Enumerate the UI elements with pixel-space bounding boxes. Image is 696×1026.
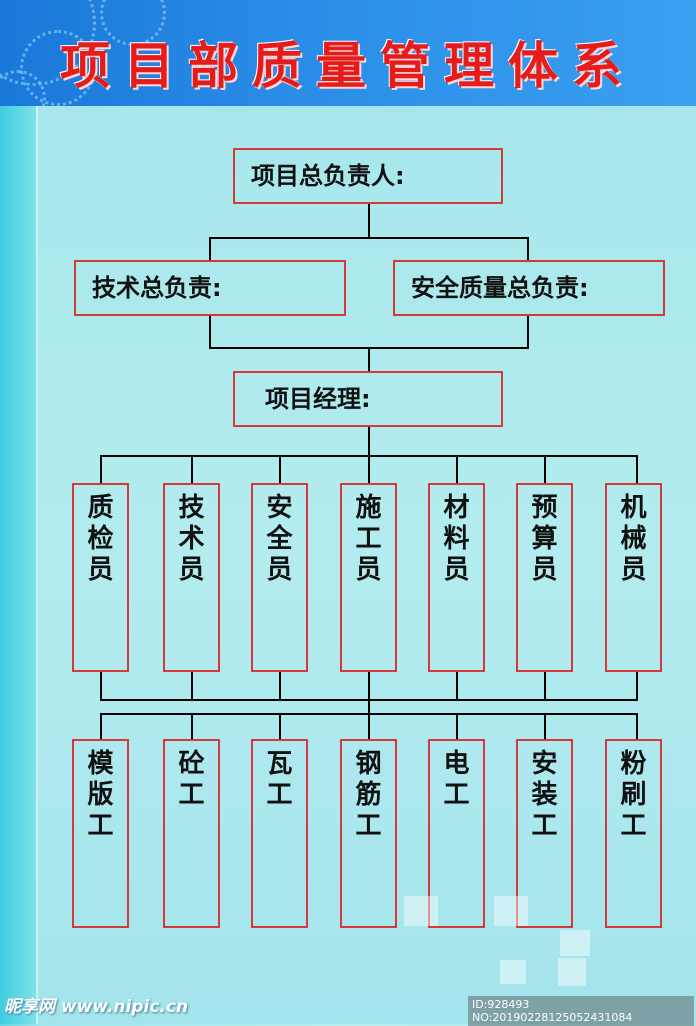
staff-box-budget-officer: 预算员 xyxy=(516,483,573,672)
project-manager-box: 项目经理: xyxy=(233,371,503,427)
connector-line xyxy=(279,672,281,700)
connector-line xyxy=(456,672,458,700)
staff-label: 施工员 xyxy=(355,493,382,585)
decor-square xyxy=(500,960,526,984)
staff-label: 材料员 xyxy=(443,493,470,585)
connector-line xyxy=(100,713,102,740)
connector-line xyxy=(636,672,638,700)
worker-label: 瓦 工 xyxy=(266,749,293,810)
project-manager-label: 项目经理: xyxy=(265,385,371,413)
decor-square xyxy=(558,958,586,986)
worker-box-formwork: 模版工 xyxy=(72,739,129,928)
worker-label: 钢筋工 xyxy=(355,749,382,841)
tech-lead-label: 技术总负责: xyxy=(92,274,222,302)
staff-box-safety-officer: 安全员 xyxy=(251,483,308,672)
staff-label: 预算员 xyxy=(531,493,558,585)
connector-line xyxy=(368,713,370,740)
connector-line xyxy=(368,455,370,484)
decor-square xyxy=(404,896,438,926)
connector-line xyxy=(191,455,193,484)
staff-box-materials-officer: 材料员 xyxy=(428,483,485,672)
connector-line xyxy=(544,672,546,700)
connector-line xyxy=(368,699,370,714)
connector-line xyxy=(636,713,638,740)
worker-box-rebar: 钢筋工 xyxy=(340,739,397,928)
connector-line xyxy=(527,315,529,349)
worker-box-electrician: 电 工 xyxy=(428,739,485,928)
staff-label: 机械员 xyxy=(620,493,647,585)
connector-line xyxy=(209,315,211,349)
worker-box-installer: 安装工 xyxy=(516,739,573,928)
connector-line xyxy=(279,455,281,484)
safety-quality-lead-label: 安全质量总负责: xyxy=(411,274,589,302)
worker-label: 电 工 xyxy=(443,749,470,810)
header-banner: 项目部质量管理体系 xyxy=(0,0,696,106)
connector-line xyxy=(279,713,281,740)
watermark-site: 昵享网 www.nipic.cn xyxy=(4,997,189,1017)
gear-decoration-icon xyxy=(20,30,96,106)
worker-label: 模版工 xyxy=(87,749,114,841)
decor-square xyxy=(560,930,590,956)
connector-line xyxy=(456,455,458,484)
connector-line xyxy=(368,347,370,372)
staff-label: 安全员 xyxy=(266,493,293,585)
watermark-id: ID:928493 NO:20190228125052431084 xyxy=(468,996,694,1026)
connector-line xyxy=(636,455,638,484)
project-lead-box: 项目总负责人: xyxy=(233,148,503,204)
staff-box-construction-officer: 施工员 xyxy=(340,483,397,672)
decor-square xyxy=(494,896,528,926)
connector-line xyxy=(209,237,529,239)
project-lead-label: 项目总负责人: xyxy=(251,162,405,190)
connector-line xyxy=(191,713,193,740)
connector-line xyxy=(368,425,370,456)
staff-box-technician: 技术员 xyxy=(163,483,220,672)
staff-box-quality-inspector: 质检员 xyxy=(72,483,129,672)
chart-panel xyxy=(36,106,696,1024)
staff-label: 技术员 xyxy=(178,493,205,585)
page-title: 项目部质量管理体系 xyxy=(60,36,636,95)
connector-line xyxy=(527,237,529,261)
gear-decoration-icon xyxy=(0,70,46,106)
worker-label: 粉刷工 xyxy=(620,749,647,841)
connector-line xyxy=(368,672,370,700)
connector-line xyxy=(368,203,370,238)
left-edge-band xyxy=(0,106,36,1024)
worker-label: 安装工 xyxy=(531,749,558,841)
staff-box-machinery-officer: 机械员 xyxy=(605,483,662,672)
worker-box-concrete: 砼 工 xyxy=(163,739,220,928)
worker-box-mason: 瓦 工 xyxy=(251,739,308,928)
connector-line xyxy=(100,455,102,484)
connector-line xyxy=(191,672,193,700)
safety-quality-lead-box: 安全质量总负责: xyxy=(393,260,665,316)
connector-line xyxy=(100,672,102,700)
connector-line xyxy=(209,237,211,261)
worker-box-plasterer: 粉刷工 xyxy=(605,739,662,928)
tech-lead-box: 技术总负责: xyxy=(74,260,346,316)
connector-line xyxy=(544,455,546,484)
connector-line xyxy=(544,713,546,740)
staff-label: 质检员 xyxy=(87,493,114,585)
worker-label: 砼 工 xyxy=(178,749,205,810)
connector-line xyxy=(456,713,458,740)
